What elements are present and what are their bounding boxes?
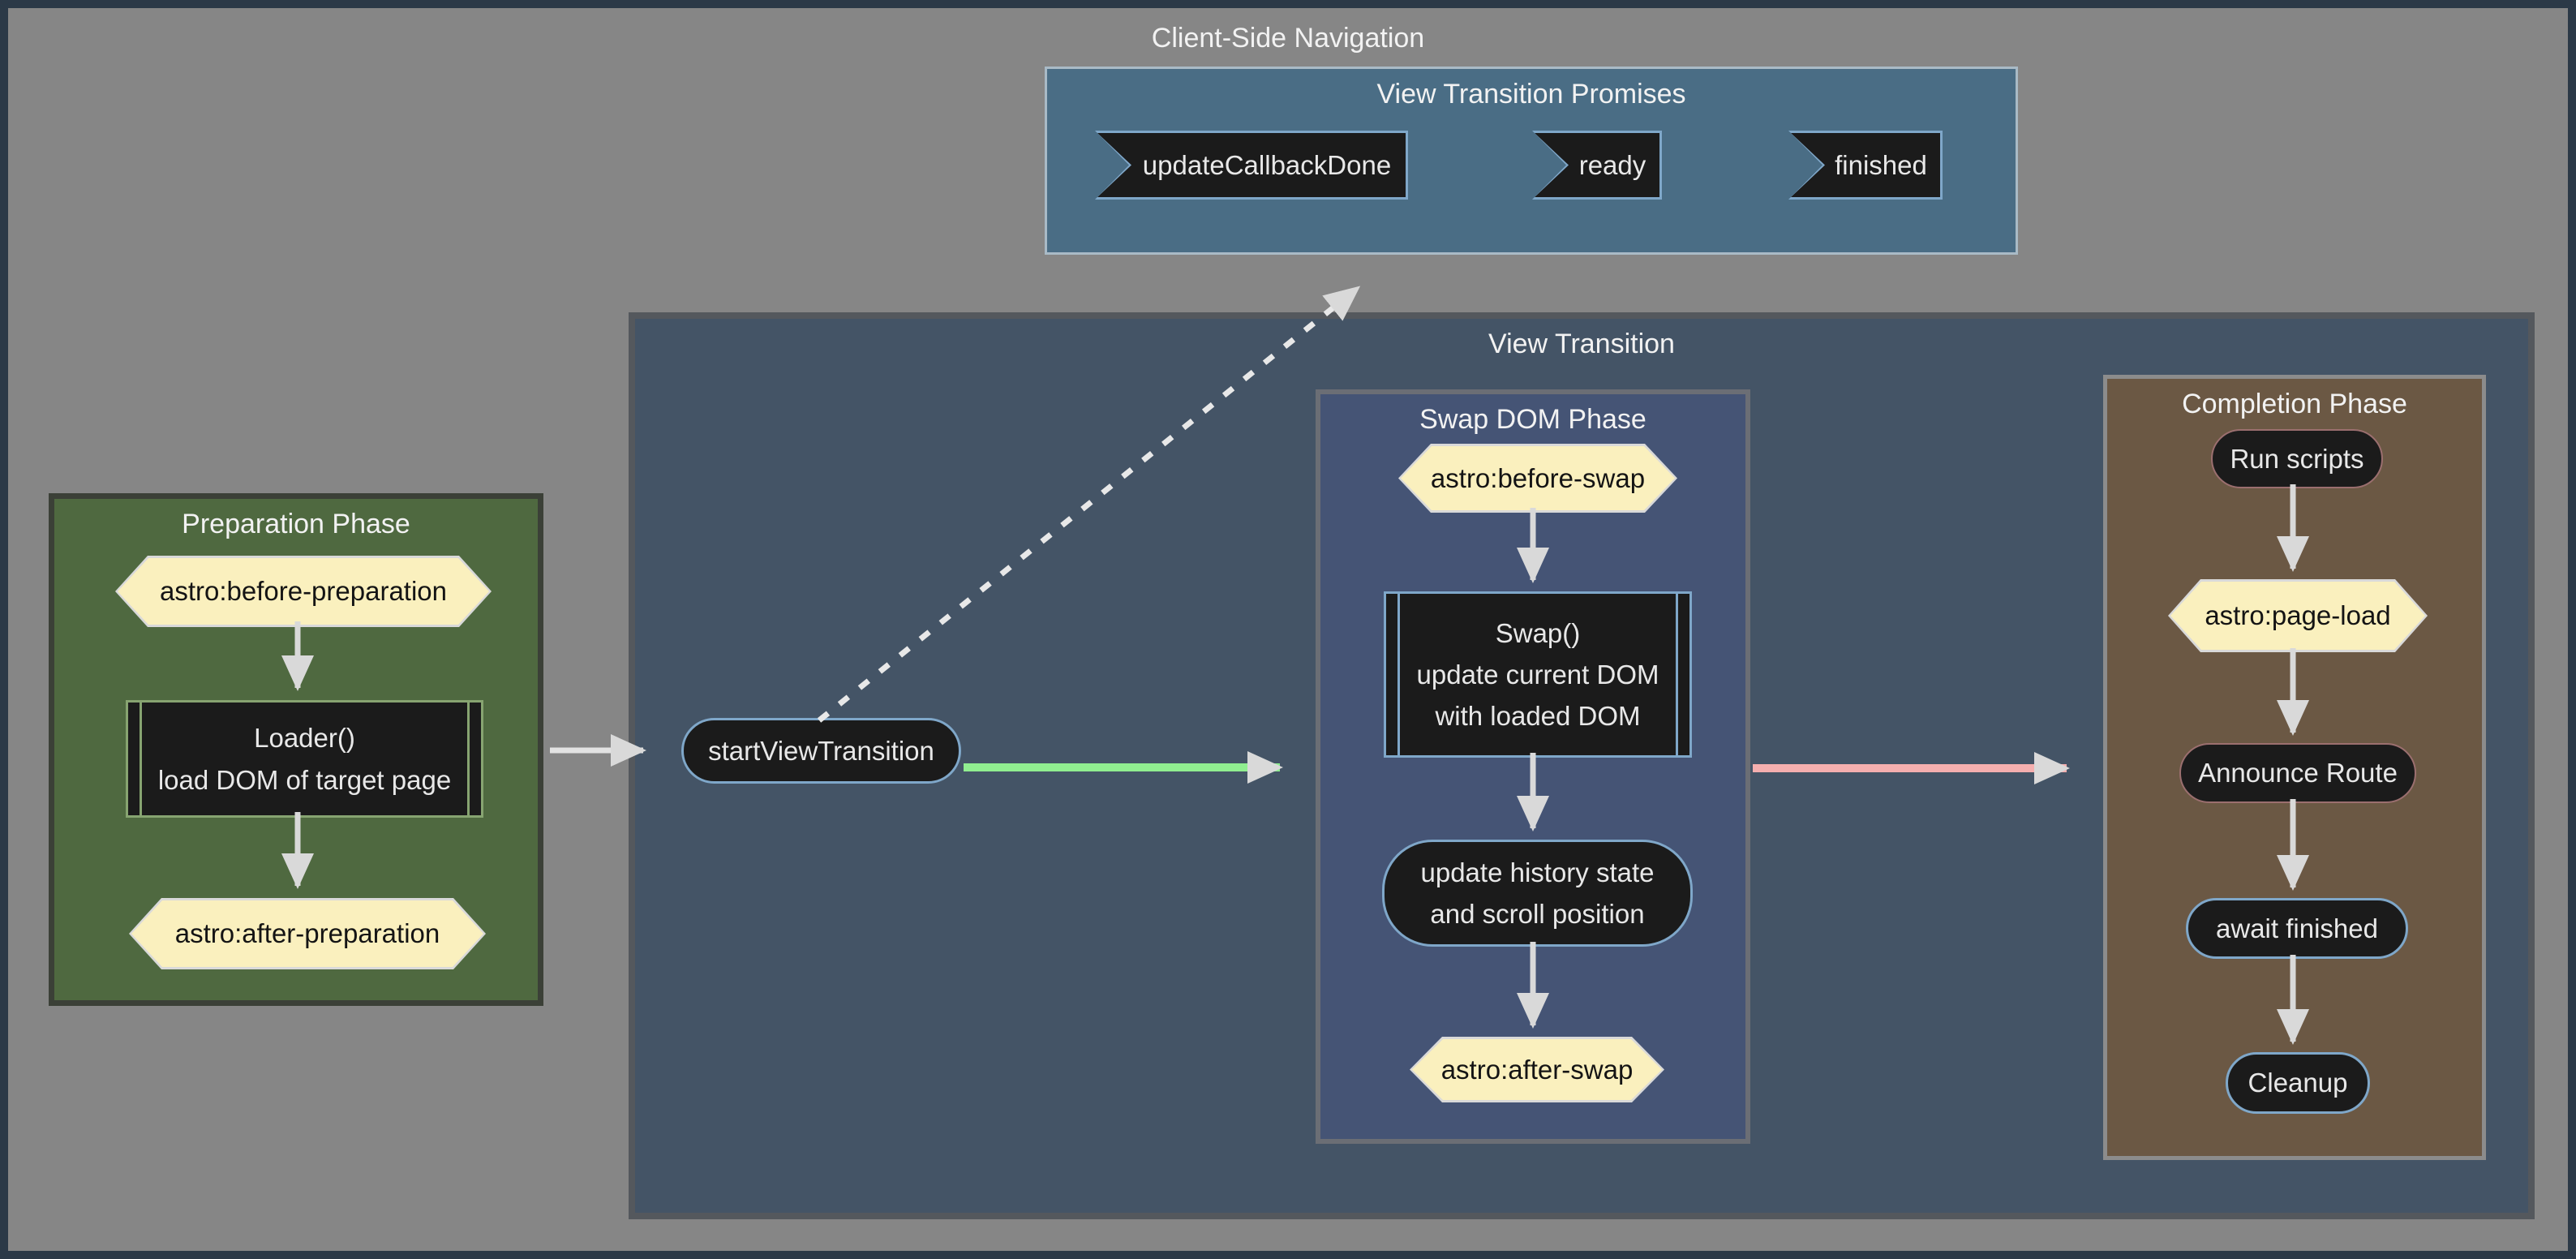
node-swap-fn-line3: with loaded DOM bbox=[1435, 701, 1641, 732]
cluster-swap-dom-phase: Swap DOM Phase astro:before-swap Swap() … bbox=[1316, 389, 1750, 1144]
cluster-title-swap-dom: Swap DOM Phase bbox=[1419, 404, 1646, 435]
node-ready-label: ready bbox=[1535, 133, 1659, 197]
node-loader: Loader() load DOM of target page bbox=[126, 700, 483, 818]
node-astro-before-preparation-label: astro:before-preparation bbox=[118, 558, 489, 625]
node-astro-after-swap-label: astro:after-swap bbox=[1412, 1039, 1662, 1100]
node-update-history-line2: and scroll position bbox=[1430, 899, 1645, 929]
node-await-finished-label: await finished bbox=[2216, 913, 2378, 943]
node-ready: ready bbox=[1532, 131, 1662, 200]
node-astro-after-preparation: astro:after-preparation bbox=[129, 898, 486, 969]
node-updateCallbackDone-label: updateCallbackDone bbox=[1097, 133, 1406, 197]
node-swap-fn: Swap() update current DOM with loaded DO… bbox=[1384, 591, 1692, 758]
diagram-title: Client-Side Navigation bbox=[1151, 23, 1425, 54]
node-swap-fn-line1: Swap() bbox=[1495, 617, 1581, 648]
cluster-view-transition-promises: View Transition Promises updateCallbackD… bbox=[1045, 67, 2018, 255]
node-startViewTransition-label: startViewTransition bbox=[708, 735, 934, 766]
node-announce-route-label: Announce Route bbox=[2198, 758, 2398, 788]
node-loader-line1: Loader() bbox=[254, 723, 355, 754]
cluster-title-view-transition: View Transition bbox=[1488, 329, 1675, 359]
node-cleanup-label: Cleanup bbox=[2248, 1068, 2348, 1098]
cluster-title-promises: View Transition Promises bbox=[1376, 79, 1686, 110]
node-loader-line2: load DOM of target page bbox=[157, 764, 452, 795]
node-astro-page-load: astro:page-load bbox=[2168, 579, 2428, 652]
node-updateCallbackDone: updateCallbackDone bbox=[1095, 131, 1408, 200]
node-run-scripts-label: Run scripts bbox=[2230, 443, 2364, 474]
node-announce-route: Announce Route bbox=[2179, 743, 2416, 803]
node-finished-label: finished bbox=[1791, 133, 1940, 197]
node-await-finished: await finished bbox=[2186, 898, 2408, 959]
cluster-preparation-phase: Preparation Phase astro:before-preparati… bbox=[49, 493, 543, 1006]
cluster-title-completion: Completion Phase bbox=[2182, 389, 2407, 419]
node-astro-before-preparation: astro:before-preparation bbox=[115, 556, 492, 627]
cluster-completion-phase: Completion Phase Run scripts astro:page-… bbox=[2103, 375, 2486, 1160]
node-cleanup: Cleanup bbox=[2226, 1052, 2370, 1114]
cluster-title-preparation: Preparation Phase bbox=[182, 509, 410, 539]
node-astro-before-swap-label: astro:before-swap bbox=[1401, 446, 1675, 510]
node-astro-after-preparation-label: astro:after-preparation bbox=[131, 900, 483, 967]
node-finished: finished bbox=[1788, 131, 1943, 200]
node-astro-page-load-label: astro:page-load bbox=[2170, 582, 2425, 650]
node-startViewTransition: startViewTransition bbox=[681, 718, 961, 784]
node-astro-after-swap: astro:after-swap bbox=[1410, 1037, 1664, 1102]
node-swap-fn-line2: update current DOM bbox=[1416, 659, 1659, 690]
node-astro-before-swap: astro:before-swap bbox=[1398, 444, 1677, 513]
node-run-scripts: Run scripts bbox=[2211, 429, 2383, 488]
node-update-history-line1: update history state bbox=[1420, 857, 1655, 887]
node-update-history: update history state and scroll position bbox=[1382, 840, 1693, 947]
